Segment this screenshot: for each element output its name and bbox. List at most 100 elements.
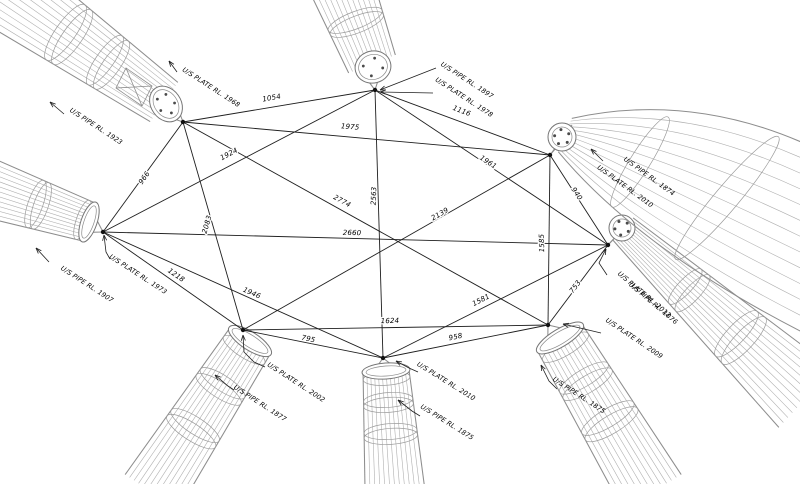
ring-beam-member: [549, 154, 609, 246]
leader-arrowhead: [214, 374, 219, 381]
connection-node: [605, 242, 611, 248]
ring-beam-member: [242, 324, 549, 331]
leader-lines-layer: [35, 60, 608, 417]
dimension-n7-n1: 2083: [201, 214, 214, 234]
ring-beam-member: [547, 244, 609, 326]
leader-arrowhead: [242, 334, 246, 341]
connection-node: [372, 87, 378, 93]
pipe-column: [124, 324, 273, 484]
leader-arrowhead: [49, 101, 56, 105]
leader-arrowhead: [35, 247, 42, 252]
dimension-n6-n7: 795: [301, 334, 317, 345]
dimension-n8-n1: 966: [137, 170, 152, 186]
leader-arrowhead: [102, 234, 105, 241]
ring-beam-member: [102, 231, 244, 331]
pipe-column: [313, 0, 396, 91]
leader-n8-pipe: [35, 247, 50, 263]
leader-arrowhead: [540, 364, 543, 372]
leader-n8-plate: [103, 234, 111, 260]
leader-n4-labels: [598, 248, 608, 276]
leader-n1-plate: [168, 60, 178, 73]
dimension-n4-n8: 2660: [343, 229, 362, 237]
connection-node: [545, 322, 551, 328]
leader-arrowhead: [601, 248, 607, 254]
leader-arrowhead: [35, 247, 39, 254]
ring-beam-member: [547, 154, 551, 326]
ring-beam-member: [102, 89, 376, 233]
pipe-column: [535, 321, 682, 484]
dimension-n8-n2: 1924: [219, 146, 239, 162]
dimension-n5-n6: 958: [448, 332, 464, 343]
dimension-n2-n4: 1961: [478, 154, 498, 171]
ring-beam-member: [182, 121, 551, 156]
ring-beam-lines-layer: [102, 89, 609, 359]
ring-beam-member: [374, 89, 551, 156]
dimension-n7-n8: 1218: [166, 267, 186, 284]
ring-beam-member: [102, 121, 184, 233]
leader-arrowhead: [379, 85, 385, 91]
ring-beam-member: [102, 231, 384, 359]
leader-arrowhead: [214, 374, 221, 378]
leader-arrowhead: [103, 234, 108, 241]
leader-arrowhead: [397, 399, 402, 406]
ring-beam-member: [374, 89, 609, 246]
leader-arrowhead: [168, 60, 172, 67]
pipe-column-curved: [547, 109, 800, 332]
connection-node: [240, 327, 246, 333]
leader-arrowhead: [379, 89, 386, 93]
dimension-n6-n8: 1946: [242, 286, 263, 301]
leader-arrowhead: [49, 101, 54, 108]
leader-arrowhead: [590, 148, 597, 152]
dimension-n1-n2: 1054: [262, 92, 282, 103]
leader-n2-pipe: [379, 67, 437, 91]
connection-node: [180, 119, 186, 125]
pipe-rl-label-n1: U/S PIPE RL. 1923: [68, 106, 124, 146]
leader-n5-plate: [562, 323, 602, 334]
leader-n6-pipe: [397, 399, 421, 417]
leader-arrowhead: [397, 399, 404, 403]
dimension-n3-n7: 2139: [430, 206, 450, 222]
plate-rl-label-n8: U/S PLATE RL. 1973: [108, 253, 169, 296]
dimension-n3-n4: 940: [569, 186, 584, 202]
dimension-n2-n6: 2563: [370, 186, 379, 205]
pipe-rl-label-n8: U/S PIPE RL. 1907: [59, 264, 115, 304]
ring-beam-member: [182, 89, 376, 123]
connection-node: [547, 152, 553, 158]
connection-node: [100, 229, 106, 235]
pipe-column: [607, 214, 800, 428]
leader-arrowhead: [395, 360, 401, 366]
pipe-column: [0, 0, 184, 123]
ring-beam-member: [374, 89, 384, 359]
leader-arrowhead: [604, 248, 607, 256]
leader-arrowhead: [562, 322, 570, 325]
pipe-rl-label-n4: U/S PIPE RL. 1876: [627, 281, 679, 327]
ring-beam-member: [182, 121, 549, 326]
leader-n3-labels: [590, 148, 604, 162]
leader-arrowhead: [240, 334, 244, 341]
leader-arrowhead: [379, 91, 386, 95]
pipe-rl-label-n6: U/S PIPE RL. 1875: [419, 403, 475, 442]
leader-arrowhead: [562, 323, 569, 328]
pipe-column: [0, 160, 104, 243]
leader-n1-pipe: [49, 101, 65, 115]
dimension-n2-n3: 1116: [452, 104, 473, 118]
plate-rl-label-n5: U/S PLATE RL. 2009: [604, 316, 664, 360]
leader-n6-plate: [395, 360, 419, 373]
leader-n2-plate: [379, 91, 434, 94]
plate-rl-label-n7: U/S PLATE RL. 2002: [266, 361, 327, 404]
ring-beam-member: [102, 231, 609, 246]
plate-rl-label-n6: U/S PLATE RL. 2010: [415, 360, 476, 402]
leader-n5-pipe: [540, 364, 558, 390]
flange-bracket: [115, 67, 153, 107]
leader-arrowhead: [168, 60, 175, 65]
ring-beam-member: [382, 324, 549, 359]
dimension-n5-n7: 1624: [381, 317, 400, 325]
leader-arrowhead: [395, 360, 402, 363]
rl-annotations-layer: U/S PLATE RL. 1968 U/S PIPE RL. 1923 U/S…: [59, 60, 679, 442]
pipe-column: [361, 357, 425, 484]
dimension-n3-n5: 1585: [538, 233, 546, 252]
ring-beam-member: [182, 121, 244, 331]
